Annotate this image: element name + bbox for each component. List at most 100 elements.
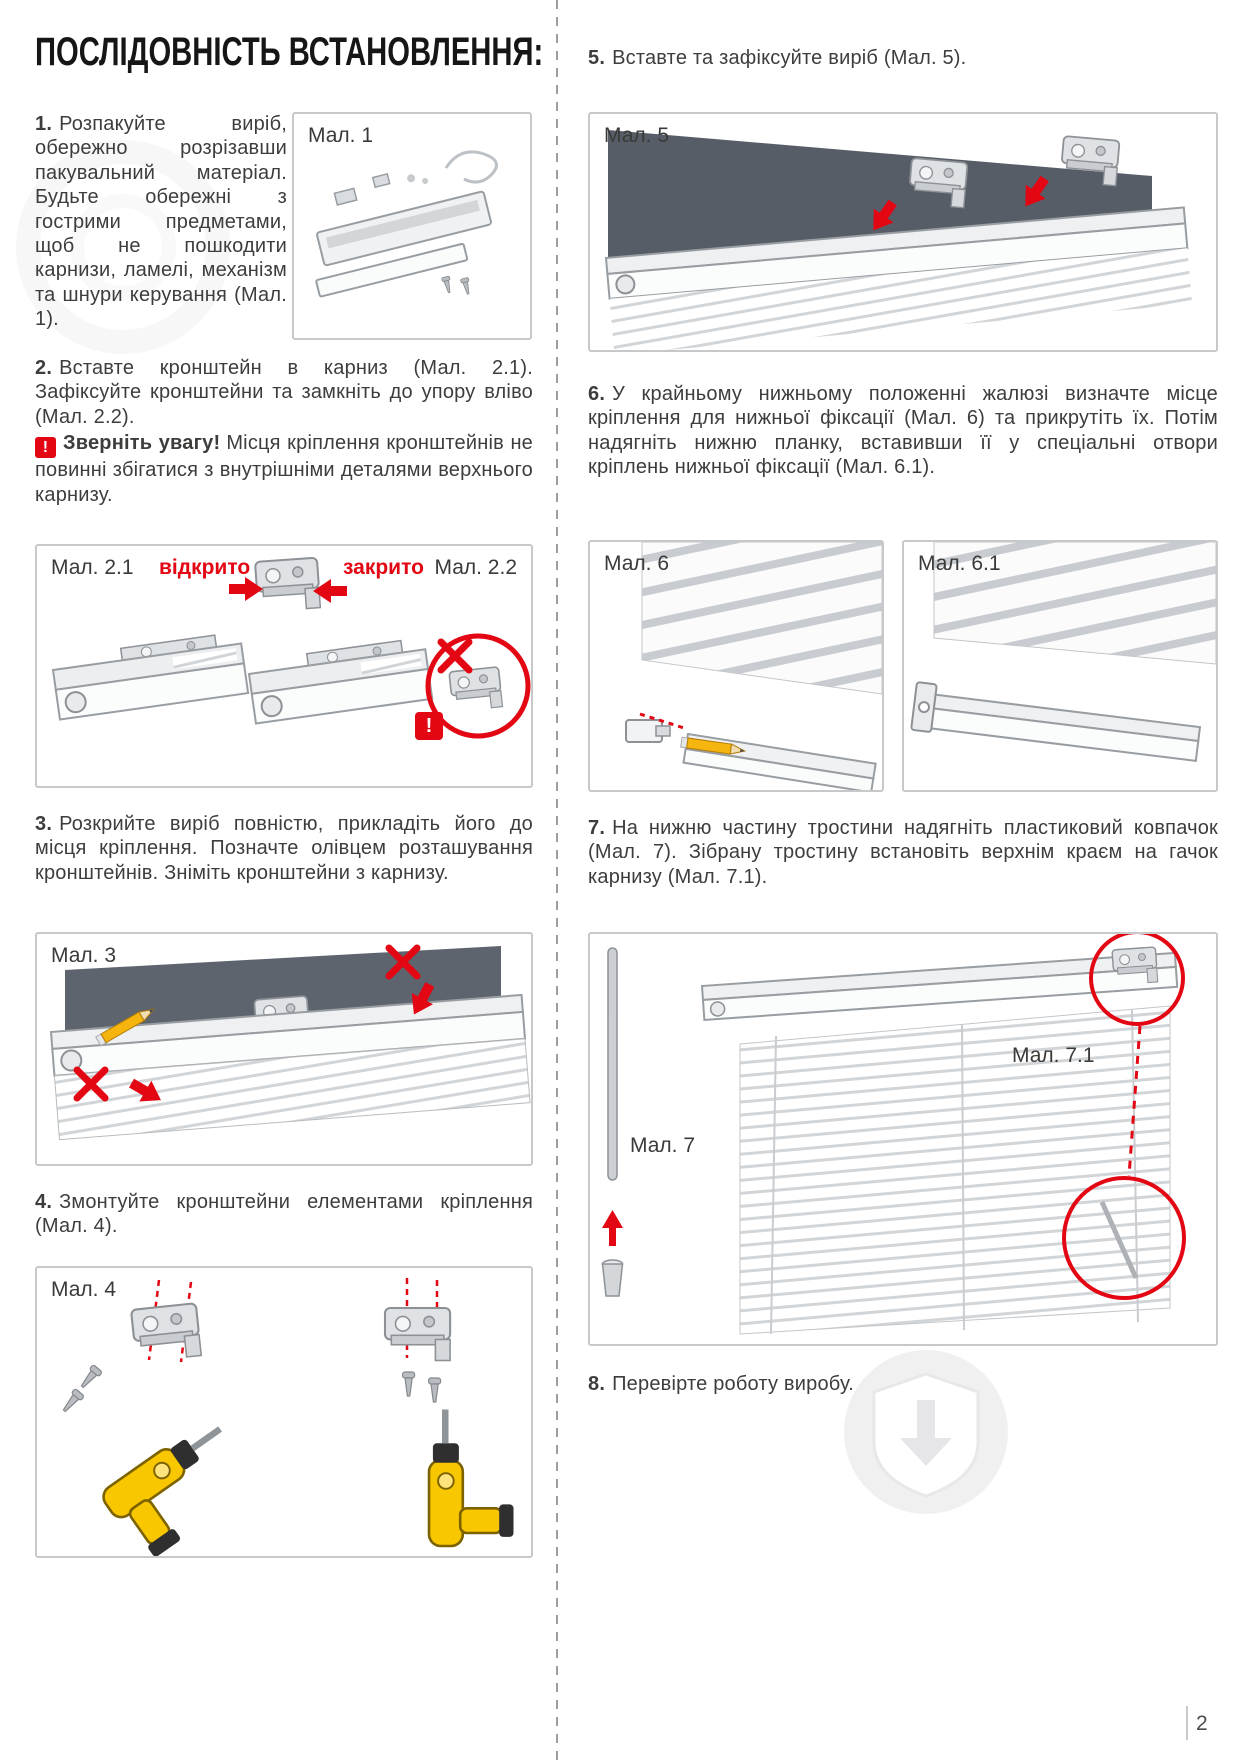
figure-3-label: Мал. 3 <box>51 944 117 967</box>
fig4-illustration <box>59 1278 515 1556</box>
figure-2-2-label: Мал. 2.2 <box>434 556 517 579</box>
guide-line <box>179 1281 193 1363</box>
step-4-number: 4. <box>35 1191 53 1213</box>
bracket-icon <box>383 1306 452 1362</box>
fig2-illustration <box>51 556 531 739</box>
fig5-illustration <box>604 130 1193 350</box>
fig6-1-illustration <box>910 542 1216 763</box>
step-1: 1.Розпакуйте виріб, обережно розрізавши … <box>35 112 287 332</box>
step-3: 3.Розкрийте виріб повністю, прикладіть й… <box>35 812 533 885</box>
step-7: 7.На нижню частину тростини надягніть пл… <box>588 816 1218 889</box>
fig6-illustration <box>625 542 882 790</box>
cord-loop <box>444 150 498 184</box>
warning-line: ! Зверніть увагу!Місця кріплення кронштей… <box>35 431 533 507</box>
figure-3: Мал. 3 <box>35 932 533 1166</box>
warning-body: Місця кріплення кронштейнів не повинні з… <box>35 432 534 506</box>
footer-divider <box>1186 1706 1188 1740</box>
slats <box>641 542 882 695</box>
step-1-number: 1. <box>35 113 53 135</box>
step-8-body: Перевірте роботу виробу. <box>612 1373 854 1395</box>
bracket-icon <box>129 1302 203 1364</box>
highlight-circle <box>1062 1176 1186 1300</box>
highlight-circle <box>1089 934 1185 1026</box>
wand-cap <box>601 1259 624 1297</box>
warning-badge: ! <box>415 712 443 740</box>
step-7-body: На нижню частину тростини надягніть плас… <box>588 817 1218 888</box>
cornice-assembly <box>49 993 531 1141</box>
step-1-body: Розпакуйте виріб, обережно розрізавши па… <box>35 113 287 331</box>
guide-line <box>639 712 685 730</box>
step-2-body: Вставте кронштейн в карниз (Мал. 2.1). З… <box>35 357 533 428</box>
unpacked-cornice <box>315 172 492 298</box>
step-5-number: 5. <box>588 47 606 69</box>
wand-detail <box>1099 1200 1139 1280</box>
ladder-cord <box>1131 1009 1139 1323</box>
step-3-body: Розкрийте виріб повністю, прикладіть йог… <box>35 813 533 884</box>
screw-icon <box>428 1377 442 1403</box>
warning-icon: ! <box>35 437 56 459</box>
screw-icon <box>77 1363 103 1392</box>
step-6: 6.У крайньому нижньому положенні жалюзі … <box>588 382 1218 480</box>
drill-icon <box>427 1408 515 1548</box>
slats <box>739 1005 1171 1335</box>
fig3-illustration <box>49 934 531 1141</box>
window-recess <box>608 130 1152 266</box>
step-2-number: 2. <box>35 357 53 379</box>
screw-icon <box>59 1387 85 1416</box>
arrow-down-icon <box>900 1438 952 1466</box>
figure-4: Мал. 4 <box>35 1266 533 1558</box>
figure-5-label: Мал. 5 <box>604 124 670 147</box>
figure-1-label: Мал. 1 <box>308 124 374 147</box>
step-5-body: Вставте та зафіксуйте виріб (Мал. 5). <box>612 47 967 69</box>
fig1-illustration <box>315 150 498 298</box>
arrow-down-icon <box>917 1400 935 1440</box>
page-number: 2 <box>1196 1712 1208 1735</box>
highlight-circle <box>425 633 531 739</box>
ladder-cord <box>961 1023 965 1331</box>
step-8: 8.Перевірте роботу виробу. <box>588 1372 1218 1396</box>
page-title: ПОСЛІДОВНІСТЬ ВСТАНОВЛЕННЯ: <box>35 30 544 74</box>
figure-2-1-label: Мал. 2.1 <box>51 556 134 579</box>
figure-2: Мал. 2.1 відкрито закрито Мал. 2.2 ! <box>35 544 533 788</box>
slats <box>933 542 1216 665</box>
screw-icon <box>402 1371 416 1397</box>
cornice-closed <box>247 639 434 725</box>
figure-7-label: Мал. 7 <box>630 1134 696 1157</box>
drill-icon <box>97 1414 261 1556</box>
fixation-clip <box>625 719 671 743</box>
column-divider <box>556 0 558 1760</box>
guide-line <box>147 1279 161 1361</box>
screw-icon <box>441 275 454 294</box>
step-2: 2.Вставте кронштейн в карниз (Мал. 2.1).… <box>35 356 533 507</box>
ladder-cord <box>770 1035 777 1335</box>
figure-6-1-label: Мал. 6.1 <box>918 552 1001 575</box>
step-7-number: 7. <box>588 817 606 839</box>
warning-title: Зверніть увагу! <box>63 432 221 455</box>
cross-mark-icon <box>441 642 469 670</box>
step-6-number: 6. <box>588 383 606 405</box>
figure-6: Мал. 6 <box>588 540 884 792</box>
figure-7: Мал. 7 Мал. 7.1 <box>588 932 1218 1346</box>
bottom-rail <box>924 692 1202 763</box>
figure-4-label: Мал. 4 <box>51 1278 117 1301</box>
step-4: 4.Змонтуйте кронштейни елементами кріпле… <box>35 1190 533 1239</box>
brand-watermark <box>844 1350 1008 1514</box>
figure-1: Мал. 1 <box>292 112 532 340</box>
closed-label: закрито <box>343 556 424 579</box>
red-arrow-up-icon <box>602 1210 623 1246</box>
figure-6-label: Мал. 6 <box>604 552 670 575</box>
wand-rod <box>607 947 618 1181</box>
figure-5: Мал. 5 <box>588 112 1218 352</box>
cornice-open <box>51 634 250 721</box>
cornice-assembly <box>604 206 1193 350</box>
figure-6-1: Мал. 6.1 <box>902 540 1218 792</box>
fixation-bracket <box>910 681 938 733</box>
bracket-icon <box>448 666 504 713</box>
guide-line <box>1127 1025 1142 1177</box>
step-6-body: У крайньому нижньому положенні жалюзі ви… <box>588 383 1218 479</box>
step-5: 5. Вставте та зафіксуйте виріб (Мал. 5). <box>588 46 1218 70</box>
screw-icon <box>459 277 473 296</box>
step-3-number: 3. <box>35 813 53 835</box>
cornice-assembly <box>700 951 1179 1021</box>
